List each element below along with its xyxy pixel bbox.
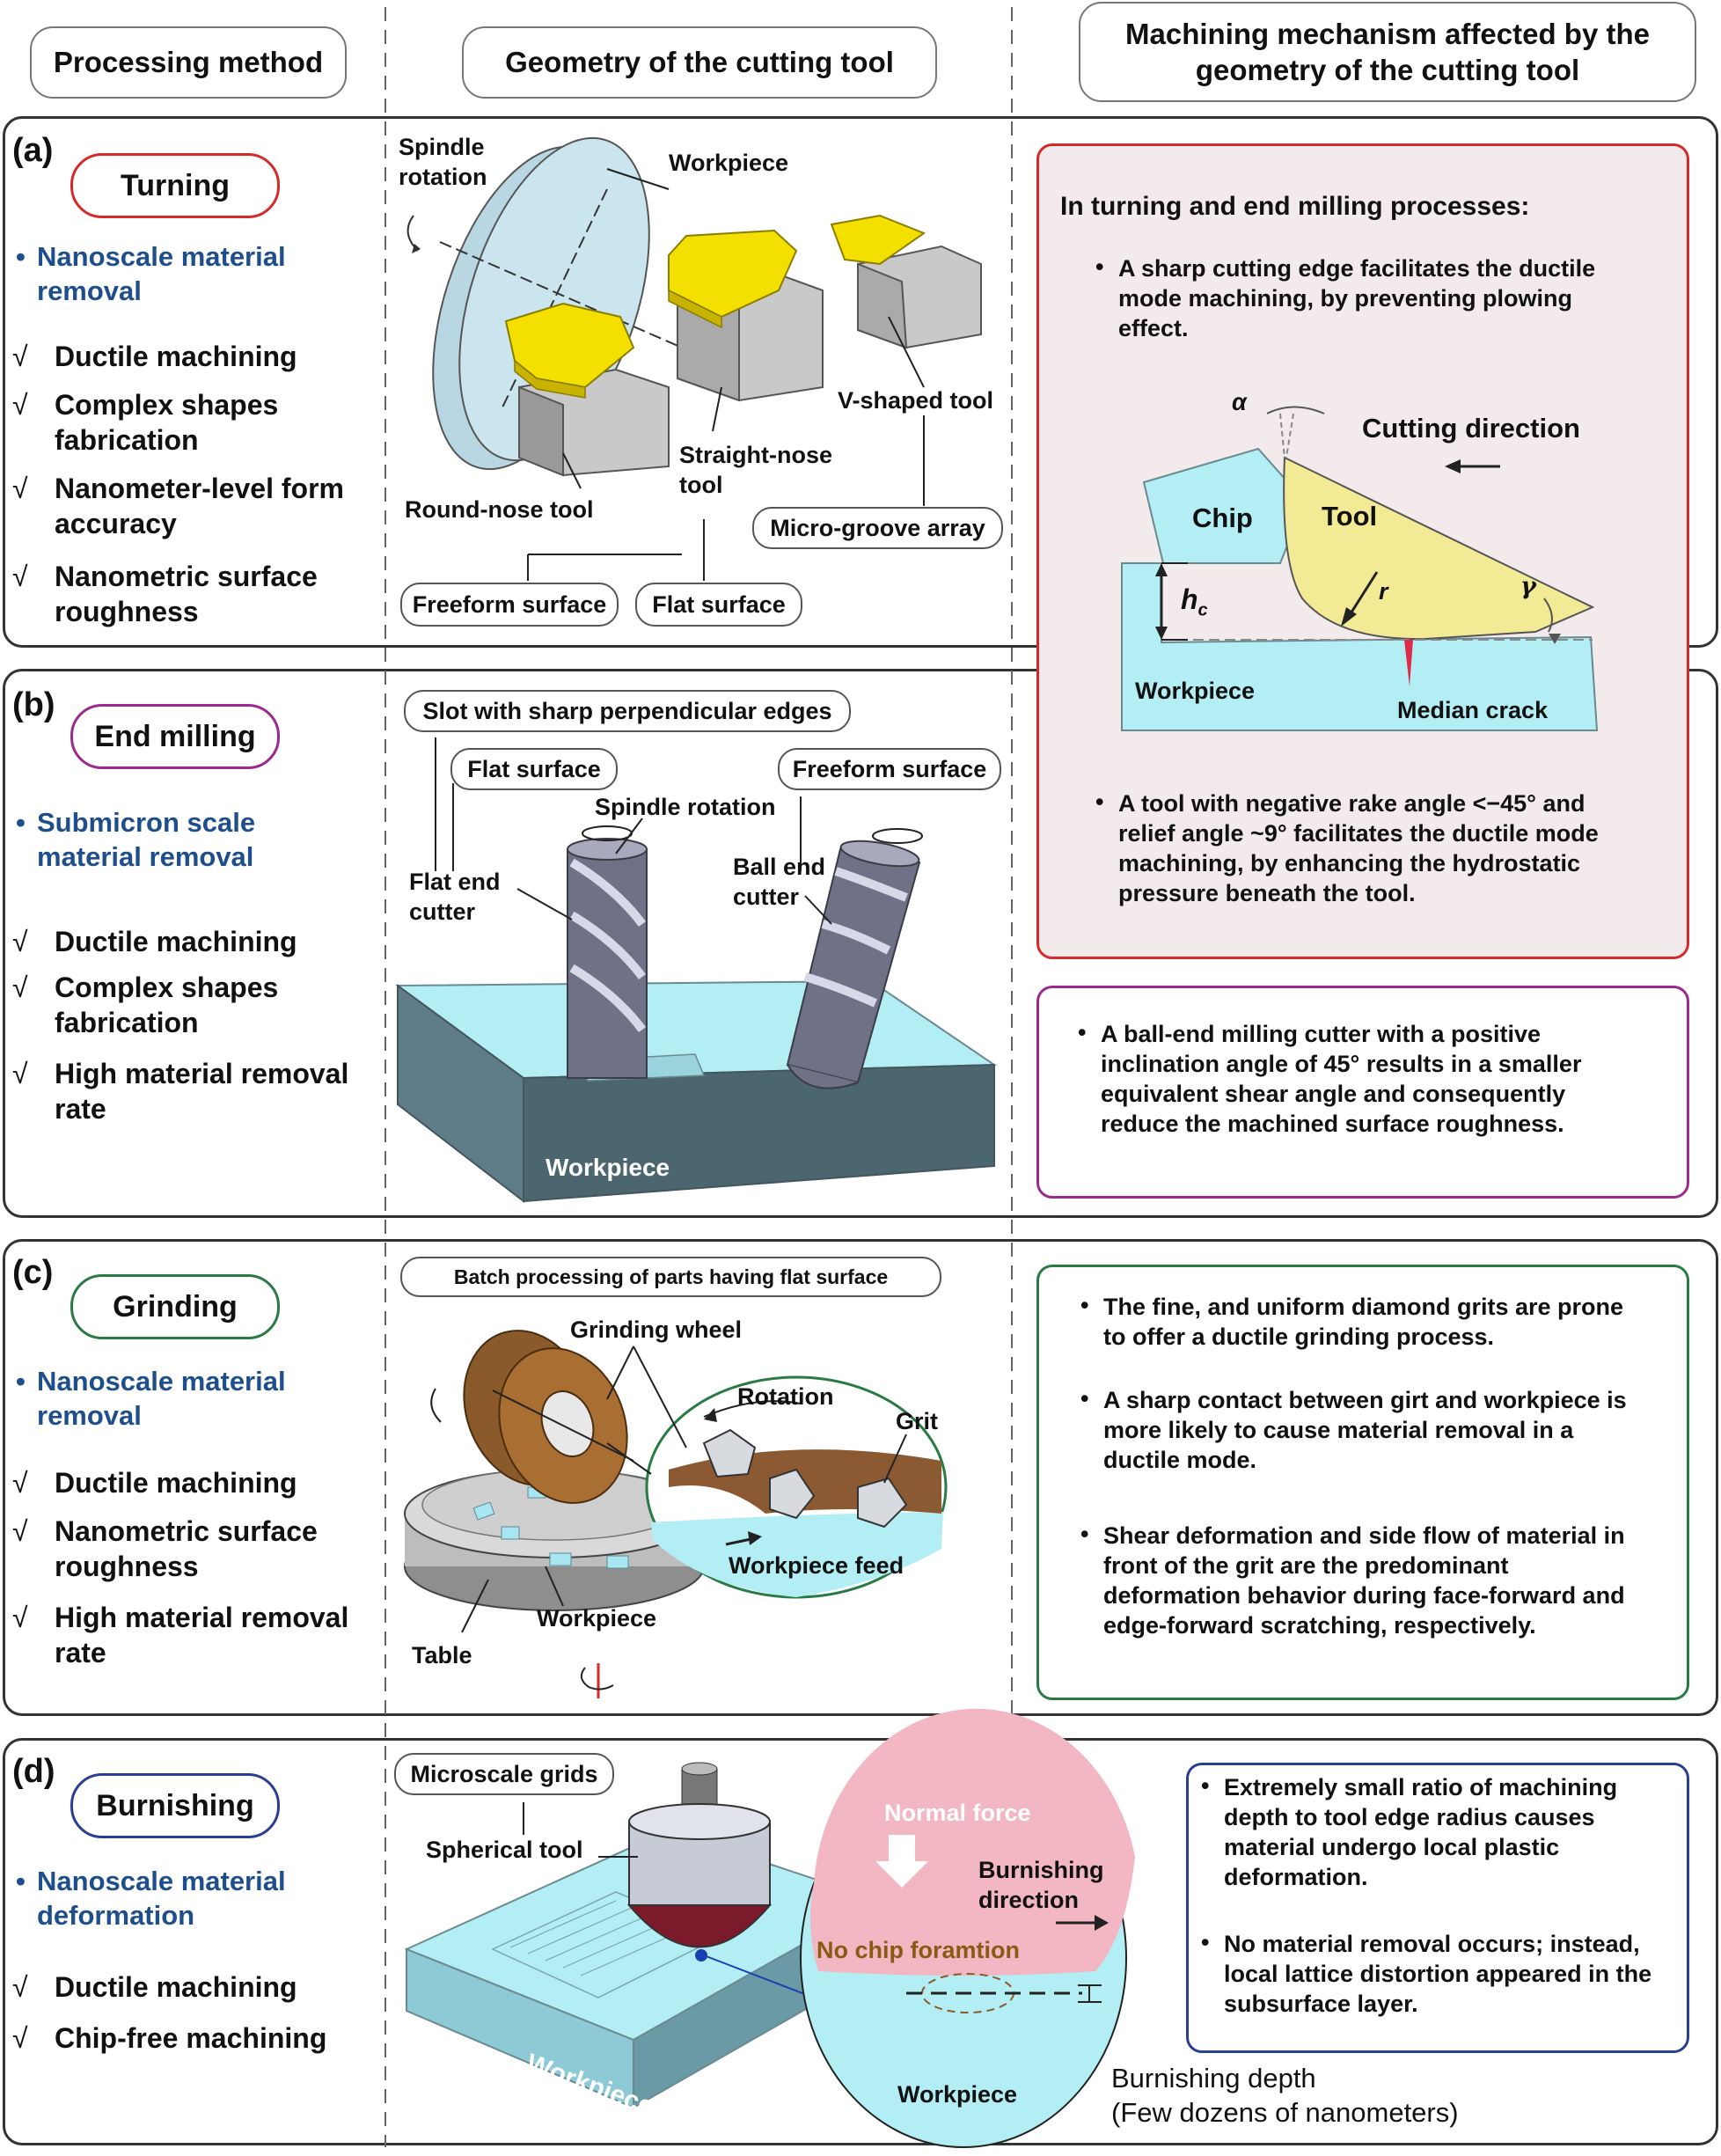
panel-b-label: (b) <box>12 686 55 723</box>
mech-box-d <box>1186 1763 1689 2053</box>
label-rotation: Rotation <box>737 1383 834 1410</box>
diag-r: r <box>1379 578 1388 605</box>
diag-gamma: γ <box>1520 573 1536 600</box>
diag-workpiece: Workpiece <box>1135 678 1256 704</box>
method-turning: Turning <box>70 153 280 218</box>
diag-tool: Tool <box>1322 501 1378 532</box>
diag-cutting-direction: Cutting direction <box>1362 413 1580 444</box>
method-grinding: Grinding <box>70 1274 280 1339</box>
pill-batch: Batch processing of parts having flat su… <box>400 1257 941 1297</box>
header-mechanism: Machining mechanism affected by the geom… <box>1079 2 1696 102</box>
label-burnishing-depth: Burnishing depth <box>1111 2063 1316 2094</box>
label-depth-note: (Few dozens of nanometers) <box>1111 2097 1459 2128</box>
pill-slot: Slot with sharp perpendicular edges <box>404 690 851 732</box>
header-processing-method: Processing method <box>30 26 347 99</box>
pill-microgroove: Micro-groove array <box>752 507 1003 549</box>
diag-crack: Median crack <box>1397 697 1549 723</box>
label-normal-force: Normal force <box>884 1800 1031 1826</box>
pill-flat-a: Flat surface <box>635 583 802 627</box>
panel-a-label: (a) <box>12 132 54 169</box>
label-table: Table <box>412 1642 472 1668</box>
panel-c-label: (c) <box>12 1254 54 1291</box>
diag-chip: Chip <box>1192 502 1253 533</box>
panel-d-label: (d) <box>12 1753 55 1790</box>
label-burnishing-direction: Burnishing direction <box>978 1857 1104 1913</box>
mech-ab-heading: In turning and end milling processes: <box>1060 192 1530 221</box>
mech-box-b <box>1036 986 1689 1199</box>
label-wheel: Grinding wheel <box>570 1316 743 1343</box>
label-spindle-a: Spindle rotation <box>399 134 487 190</box>
label-no-chip: No chip foramtion <box>817 1937 1020 1963</box>
label-spherical-tool: Spherical tool <box>426 1837 583 1863</box>
pill-freeform-b: Freeform surface <box>778 748 1001 790</box>
label-spindle-b: Spindle rotation <box>595 794 776 820</box>
mech-box-c <box>1036 1265 1689 1700</box>
pill-flat-b: Flat surface <box>450 748 618 790</box>
label-workpiece-a: Workpiece <box>669 150 789 176</box>
method-end-milling: End milling <box>70 704 280 769</box>
label-workpiece-c: Workpiece <box>537 1605 657 1632</box>
label-flat-cutter: Flat end cutter <box>409 869 501 925</box>
diag-alpha: α <box>1232 389 1247 415</box>
label-feed: Workpiece feed <box>729 1552 904 1579</box>
label-workpiece-b: Workpiece <box>546 1154 670 1181</box>
diag-hc: hc <box>1181 583 1208 620</box>
label-ball-cutter: Ball end cutter <box>733 854 826 910</box>
method-burnishing: Burnishing <box>70 1773 280 1838</box>
label-grit: Grit <box>896 1408 939 1434</box>
label-straight: Straight-nose tool <box>679 442 833 498</box>
label-workpiece-d-inset: Workpiece <box>897 2081 1018 2108</box>
label-vtool: V-shaped tool <box>838 387 994 414</box>
label-round: Round-nose tool <box>405 496 594 523</box>
header-geometry: Geometry of the cutting tool <box>462 26 937 99</box>
pill-freeform-a: Freeform surface <box>400 583 619 627</box>
pill-grids: Microscale grids <box>394 1753 614 1795</box>
